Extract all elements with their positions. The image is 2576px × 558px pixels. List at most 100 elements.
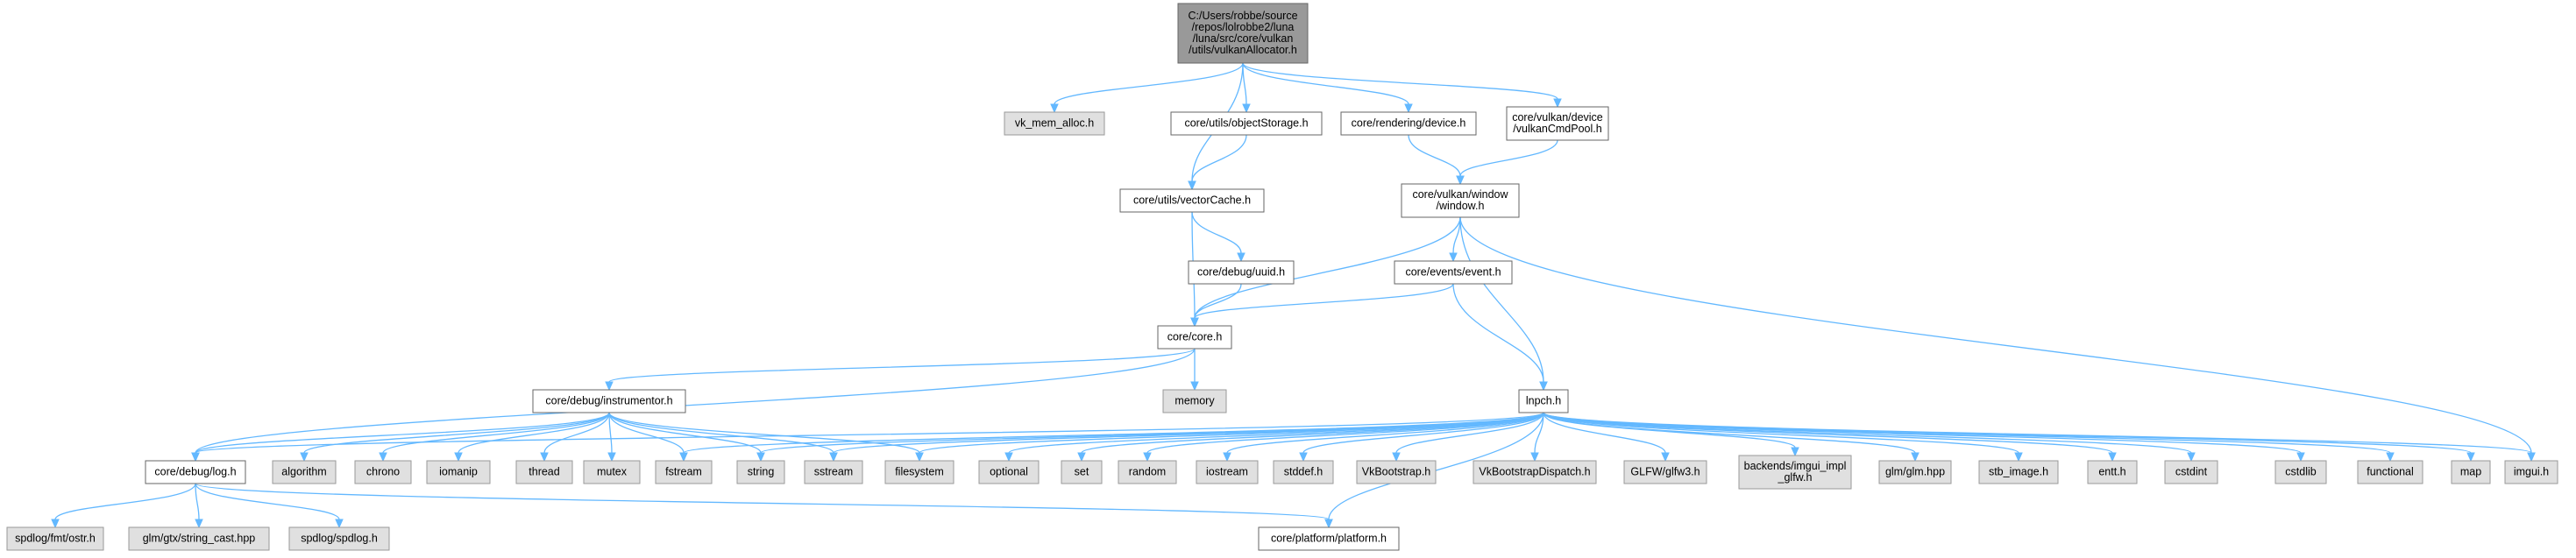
arrowhead-icon xyxy=(1324,519,1333,529)
arrowhead-icon xyxy=(1237,252,1245,263)
node-label: string xyxy=(748,466,775,478)
edge-instrumentor-to-chrono xyxy=(379,412,610,463)
node-log[interactable]: core/debug/log.h xyxy=(145,460,246,484)
node-memory: memory xyxy=(1162,389,1227,413)
node-label: stb_image.h xyxy=(1989,466,2048,478)
node-box xyxy=(1623,460,1707,484)
node-label: /vulkanCmdPool.h xyxy=(1513,123,1601,135)
node-box xyxy=(884,460,954,484)
node-label: chrono xyxy=(366,466,400,478)
node-label: /luna/src/core/vulkan xyxy=(1193,32,1294,45)
node-box xyxy=(1356,460,1437,484)
arrowhead-icon xyxy=(1004,452,1013,463)
node-event[interactable]: core/events/event.h xyxy=(1394,260,1513,285)
edge-lnpch-to-glm xyxy=(1543,412,1920,463)
node-label: core/utils/vectorCache.h xyxy=(1133,194,1251,207)
node-label: sstream xyxy=(814,466,853,478)
arrowhead-icon xyxy=(1530,452,1539,463)
node-label: cstdint xyxy=(2175,466,2208,478)
node-sstream: sstream xyxy=(804,460,863,484)
edge-line xyxy=(833,412,1544,454)
edge-objStorage-to-vectorCache xyxy=(1188,134,1247,191)
node-cmdPool[interactable]: core/vulkan/device/vulkanCmdPool.h xyxy=(1506,106,1609,141)
node-label: core/utils/objectStorage.h xyxy=(1184,117,1308,130)
node-label: VkBootstrapDispatch.h xyxy=(1479,466,1590,478)
node-box xyxy=(1394,260,1513,285)
node-label: GLFW/glfw3.h xyxy=(1630,466,1700,478)
edge-line xyxy=(608,412,762,454)
edge-lnpch-to-iostream xyxy=(1223,412,1544,463)
edge-lnpch-to-glfw3 xyxy=(1543,412,1670,463)
node-box xyxy=(1506,106,1609,141)
edge-log-to-ostr xyxy=(51,483,196,529)
edge-line xyxy=(1395,412,1544,454)
node-box xyxy=(583,460,641,484)
node-uuid[interactable]: core/debug/uuid.h xyxy=(1188,260,1295,285)
arrowhead-icon xyxy=(1242,103,1251,114)
arrowhead-icon xyxy=(300,452,309,463)
edge-line xyxy=(1194,216,1461,319)
edge-event-to-core xyxy=(1190,283,1454,328)
node-device[interactable]: core/rendering/device.h xyxy=(1340,111,1477,136)
node-label: imgui.h xyxy=(2514,466,2549,478)
node-core[interactable]: core/core.h xyxy=(1157,325,1232,350)
node-objStorage[interactable]: core/utils/objectStorage.h xyxy=(1170,111,1323,136)
edge-line xyxy=(543,412,610,454)
edge-line xyxy=(608,412,613,454)
edge-instrumentor-to-thread xyxy=(540,412,610,463)
node-label: entt.h xyxy=(2098,466,2125,478)
arrowhead-icon xyxy=(2386,452,2395,463)
node-functional: functional xyxy=(2357,460,2423,484)
arrowhead-icon xyxy=(2296,452,2305,463)
edge-line xyxy=(1242,62,1247,105)
node-box xyxy=(1170,111,1323,136)
node-platform[interactable]: core/platform/platform.h xyxy=(1258,526,1400,551)
arrowhead-icon xyxy=(2014,452,2023,463)
edge-lnpch-to-imgui xyxy=(1543,412,2536,463)
node-set: set xyxy=(1061,460,1103,484)
node-optional: optional xyxy=(978,460,1040,484)
node-label: functional xyxy=(2367,466,2414,478)
node-lnpch[interactable]: lnpch.h xyxy=(1518,389,1569,413)
node-box xyxy=(1004,111,1105,136)
node-box xyxy=(1177,3,1309,64)
arrowhead-icon xyxy=(1077,452,1086,463)
edge-lnpch-to-stbimage xyxy=(1543,412,2023,463)
edge-event-to-lnpch xyxy=(1452,283,1548,392)
edge-core-to-instrumentor xyxy=(605,348,1196,392)
edge-line xyxy=(303,412,610,454)
node-label: VkBootstrap.h xyxy=(1362,466,1431,478)
node-vectorCache[interactable]: core/utils/vectorCache.h xyxy=(1119,188,1265,213)
node-label: cstdlib xyxy=(2285,466,2316,478)
node-box xyxy=(1118,460,1177,484)
node-label: core/vulkan/window xyxy=(1412,188,1508,201)
edge-lnpch-to-stddef xyxy=(1299,412,1544,463)
edge-line xyxy=(1459,216,1544,383)
node-algorithm: algorithm xyxy=(272,460,337,484)
edge-line xyxy=(1194,283,1242,319)
arrowhead-icon xyxy=(1299,452,1308,463)
node-label: spdlog/fmt/ostr.h xyxy=(15,533,96,545)
arrowhead-icon xyxy=(829,452,838,463)
node-root[interactable]: C:/Users/robbe/source/repos/lolrobbe2/lu… xyxy=(1177,3,1309,64)
node-label: random xyxy=(1129,466,1166,478)
arrowhead-icon xyxy=(1050,103,1059,114)
edge-log-to-stringcast xyxy=(195,483,203,529)
node-window[interactable]: core/vulkan/window/window.h xyxy=(1401,183,1520,218)
node-iostream: iostream xyxy=(1196,460,1259,484)
edge-line xyxy=(195,483,340,520)
node-label: core/events/event.h xyxy=(1405,266,1501,279)
node-box xyxy=(1473,460,1597,484)
node-box xyxy=(1878,460,1952,484)
edge-log-to-spdlog xyxy=(195,483,344,529)
edge-line xyxy=(1459,216,2532,454)
edge-line xyxy=(608,412,834,454)
edge-line xyxy=(1242,62,1409,105)
node-instrumentor[interactable]: core/debug/instrumentor.h xyxy=(532,389,686,413)
edge-root-to-objStorage xyxy=(1242,62,1251,114)
arrowhead-icon xyxy=(915,452,924,463)
node-ostr: spdlog/fmt/ostr.h xyxy=(6,526,104,551)
node-label: fstream xyxy=(665,466,702,478)
edge-uuid-to-core xyxy=(1190,283,1242,328)
edge-line xyxy=(1459,139,1558,177)
